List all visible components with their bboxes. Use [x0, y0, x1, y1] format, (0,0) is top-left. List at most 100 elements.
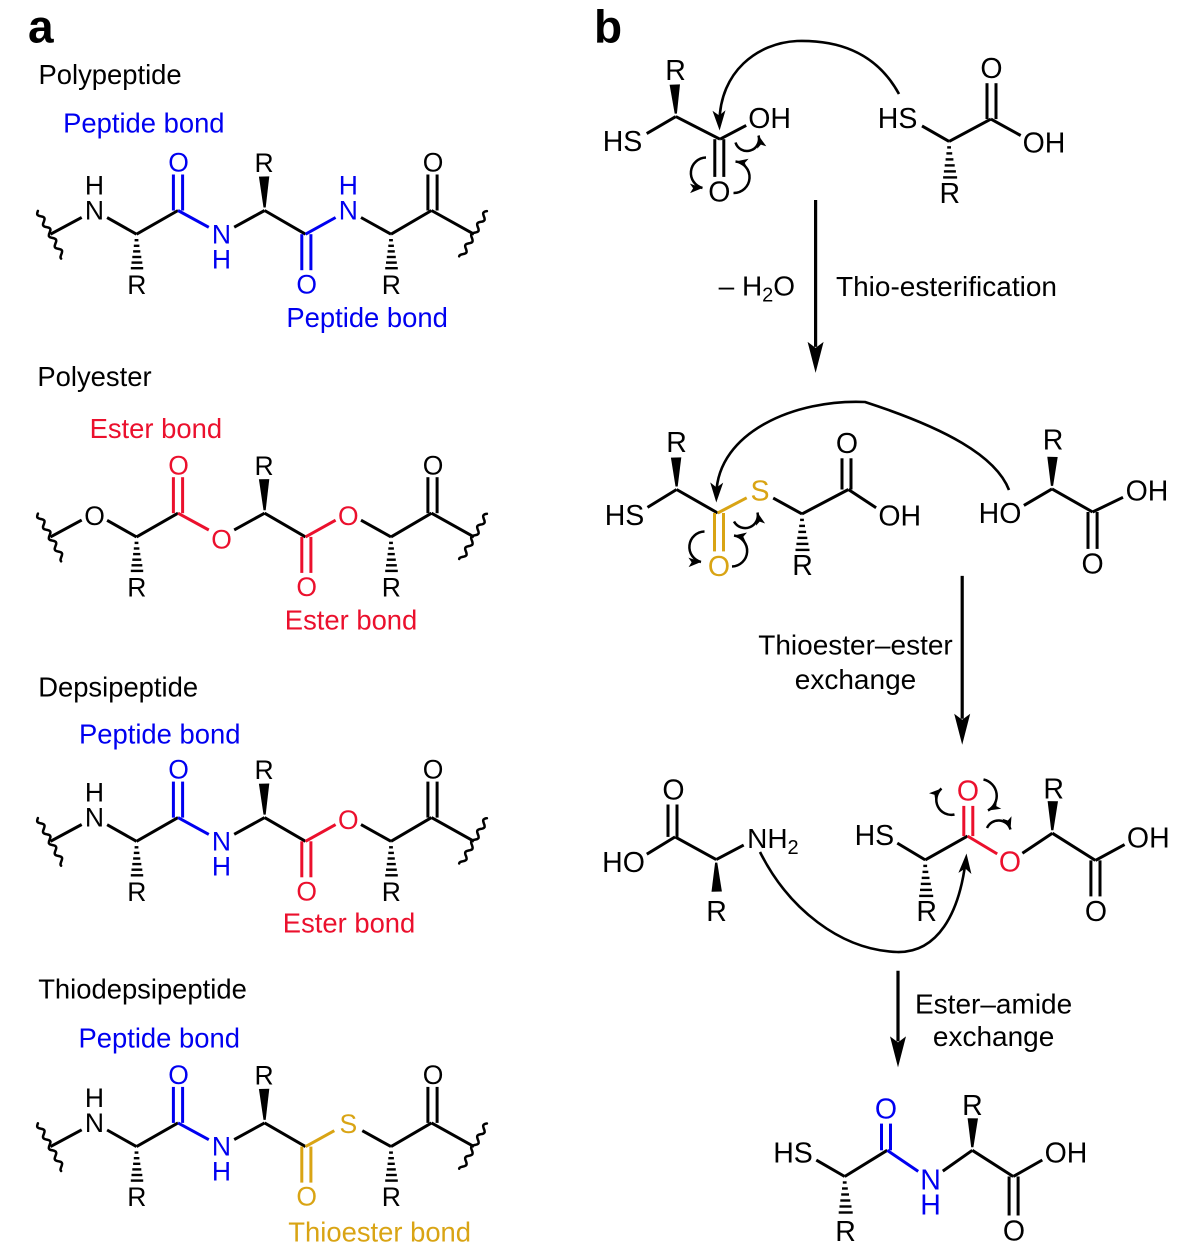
svg-text:OH: OH: [1023, 128, 1066, 160]
svg-text:R: R: [255, 148, 274, 178]
svg-text:Polyester: Polyester: [37, 361, 151, 392]
svg-text:H: H: [212, 851, 231, 881]
svg-text:O: O: [1003, 1215, 1025, 1247]
svg-text:N: N: [920, 1165, 941, 1197]
svg-text:H: H: [212, 244, 231, 274]
svg-text:R: R: [255, 755, 274, 785]
svg-text:OH: OH: [1127, 822, 1170, 854]
svg-text:Thioester bond: Thioester bond: [288, 1217, 471, 1248]
svg-text:Ester–amide: Ester–amide: [915, 989, 1072, 1020]
svg-text:R: R: [127, 877, 146, 907]
svg-text:R: R: [1043, 774, 1064, 806]
svg-text:R: R: [706, 896, 727, 928]
svg-text:Ester bond: Ester bond: [283, 908, 415, 939]
svg-text:O: O: [168, 148, 189, 178]
svg-text:Thiodepsipeptide: Thiodepsipeptide: [38, 973, 247, 1004]
svg-text:H: H: [212, 1157, 231, 1187]
svg-text:O: O: [338, 805, 359, 835]
svg-text:O: O: [1085, 896, 1107, 928]
svg-text:Peptide bond: Peptide bond: [79, 719, 240, 750]
svg-text:O: O: [708, 551, 730, 583]
svg-text:O: O: [338, 501, 359, 531]
svg-text:H: H: [85, 171, 104, 201]
svg-text:R: R: [916, 896, 937, 928]
svg-text:R: R: [382, 270, 401, 300]
svg-text:O: O: [875, 1093, 897, 1125]
svg-text:O: O: [423, 1060, 444, 1090]
svg-text:O: O: [296, 269, 317, 299]
svg-text:R: R: [792, 550, 813, 582]
svg-text:O: O: [211, 525, 232, 555]
svg-text:R: R: [940, 178, 961, 210]
svg-text:HO: HO: [979, 498, 1022, 530]
svg-text:O: O: [980, 53, 1002, 85]
svg-text:H: H: [85, 778, 104, 808]
svg-text:O: O: [999, 847, 1021, 879]
svg-text:O: O: [84, 501, 105, 531]
svg-text:b: b: [594, 0, 622, 52]
svg-text:O: O: [836, 428, 858, 460]
svg-text:R: R: [127, 270, 146, 300]
svg-text:R: R: [382, 573, 401, 603]
svg-text:H: H: [339, 171, 358, 201]
svg-text:R: R: [382, 1182, 401, 1212]
svg-text:R: R: [666, 427, 687, 459]
svg-text:HS: HS: [878, 103, 918, 135]
svg-text:Peptide bond: Peptide bond: [286, 302, 447, 333]
svg-text:R: R: [962, 1090, 983, 1122]
svg-text:N: N: [339, 196, 358, 226]
svg-text:S: S: [750, 476, 769, 508]
svg-text:OH: OH: [748, 103, 791, 135]
svg-text:Ester bond: Ester bond: [90, 413, 222, 444]
svg-text:Peptide bond: Peptide bond: [79, 1023, 240, 1054]
svg-text:H: H: [85, 1083, 104, 1113]
svg-text:HS: HS: [855, 820, 895, 852]
svg-text:N: N: [85, 196, 104, 226]
svg-text:R: R: [835, 1216, 856, 1248]
svg-text:HS: HS: [603, 126, 643, 158]
svg-text:a: a: [28, 0, 54, 52]
svg-text:HS: HS: [605, 500, 645, 532]
svg-text:O: O: [296, 876, 317, 906]
svg-text:O: O: [662, 774, 684, 806]
svg-text:R: R: [1043, 424, 1064, 456]
svg-text:Thio-esterification: Thio-esterification: [836, 271, 1057, 302]
svg-text:O: O: [296, 572, 317, 602]
svg-text:O: O: [423, 755, 444, 785]
svg-text:Peptide bond: Peptide bond: [63, 108, 224, 139]
svg-text:– H2O: – H2O: [719, 271, 795, 307]
svg-text:OH: OH: [1045, 1137, 1088, 1169]
svg-text:R: R: [255, 451, 274, 481]
svg-text:HS: HS: [773, 1137, 813, 1169]
svg-text:OH: OH: [1126, 476, 1169, 508]
svg-text:S: S: [339, 1109, 357, 1139]
svg-text:R: R: [127, 1182, 146, 1212]
svg-text:Polypeptide: Polypeptide: [39, 59, 182, 90]
svg-text:N: N: [212, 1132, 231, 1162]
svg-text:exchange: exchange: [795, 664, 916, 695]
svg-text:R: R: [382, 877, 401, 907]
svg-text:O: O: [708, 177, 730, 209]
svg-text:O: O: [168, 1060, 189, 1090]
svg-text:N: N: [212, 219, 231, 249]
svg-text:R: R: [127, 573, 146, 603]
svg-text:N: N: [212, 826, 231, 856]
svg-text:R: R: [255, 1061, 274, 1091]
svg-text:N: N: [85, 803, 104, 833]
svg-text:O: O: [423, 450, 444, 480]
svg-text:O: O: [296, 1182, 317, 1212]
svg-text:exchange: exchange: [933, 1021, 1054, 1052]
svg-text:Ester bond: Ester bond: [285, 604, 417, 635]
svg-text:O: O: [957, 776, 979, 808]
svg-text:H: H: [920, 1190, 941, 1222]
svg-text:N: N: [85, 1108, 104, 1138]
svg-text:R: R: [665, 55, 686, 87]
svg-text:Thioester–ester: Thioester–ester: [758, 630, 953, 661]
svg-text:O: O: [1082, 549, 1104, 581]
svg-text:OH: OH: [878, 501, 921, 533]
svg-text:O: O: [423, 148, 444, 178]
svg-text:Depsipeptide: Depsipeptide: [38, 671, 198, 702]
svg-text:O: O: [168, 755, 189, 785]
svg-text:O: O: [168, 450, 189, 480]
svg-text:HO: HO: [602, 847, 645, 879]
